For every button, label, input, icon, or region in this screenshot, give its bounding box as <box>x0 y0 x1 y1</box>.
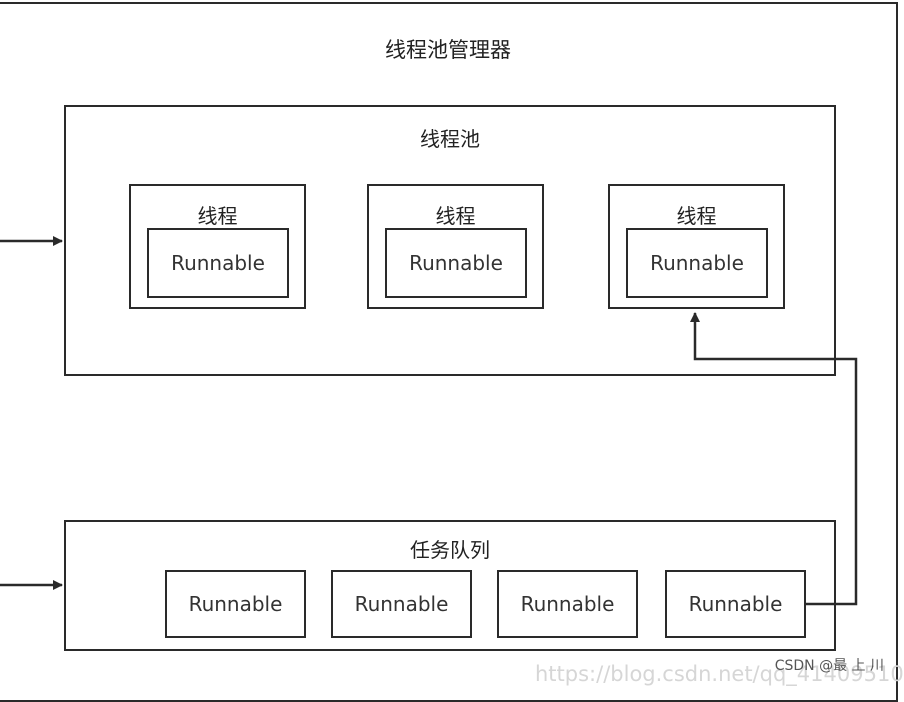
queue-runnable-1: Runnable <box>165 570 306 638</box>
watermark-url: https://blog.csdn.net/qq_41409510 <box>535 662 904 686</box>
thread-title: 线程 <box>197 204 238 228</box>
manager-title: 线程池管理器 <box>385 38 511 62</box>
thread-pool-title: 线程池 <box>420 127 480 151</box>
arrow-queue-to-thread <box>690 312 858 606</box>
queue-runnable-3: Runnable <box>497 570 638 638</box>
queue-runnable-4: Runnable <box>665 570 806 638</box>
thread-runnable-3: Runnable <box>626 228 768 298</box>
thread-title: 线程 <box>435 204 476 228</box>
connector-arrows <box>0 236 858 606</box>
watermark-credit: CSDN @最 上 川 <box>774 658 884 674</box>
task-queue-title: 任务队列 <box>410 538 490 562</box>
thread-title: 线程 <box>676 204 717 228</box>
thread-runnable-1: Runnable <box>147 228 289 298</box>
thread-runnable-2: Runnable <box>385 228 527 298</box>
queue-runnable-2: Runnable <box>331 570 472 638</box>
